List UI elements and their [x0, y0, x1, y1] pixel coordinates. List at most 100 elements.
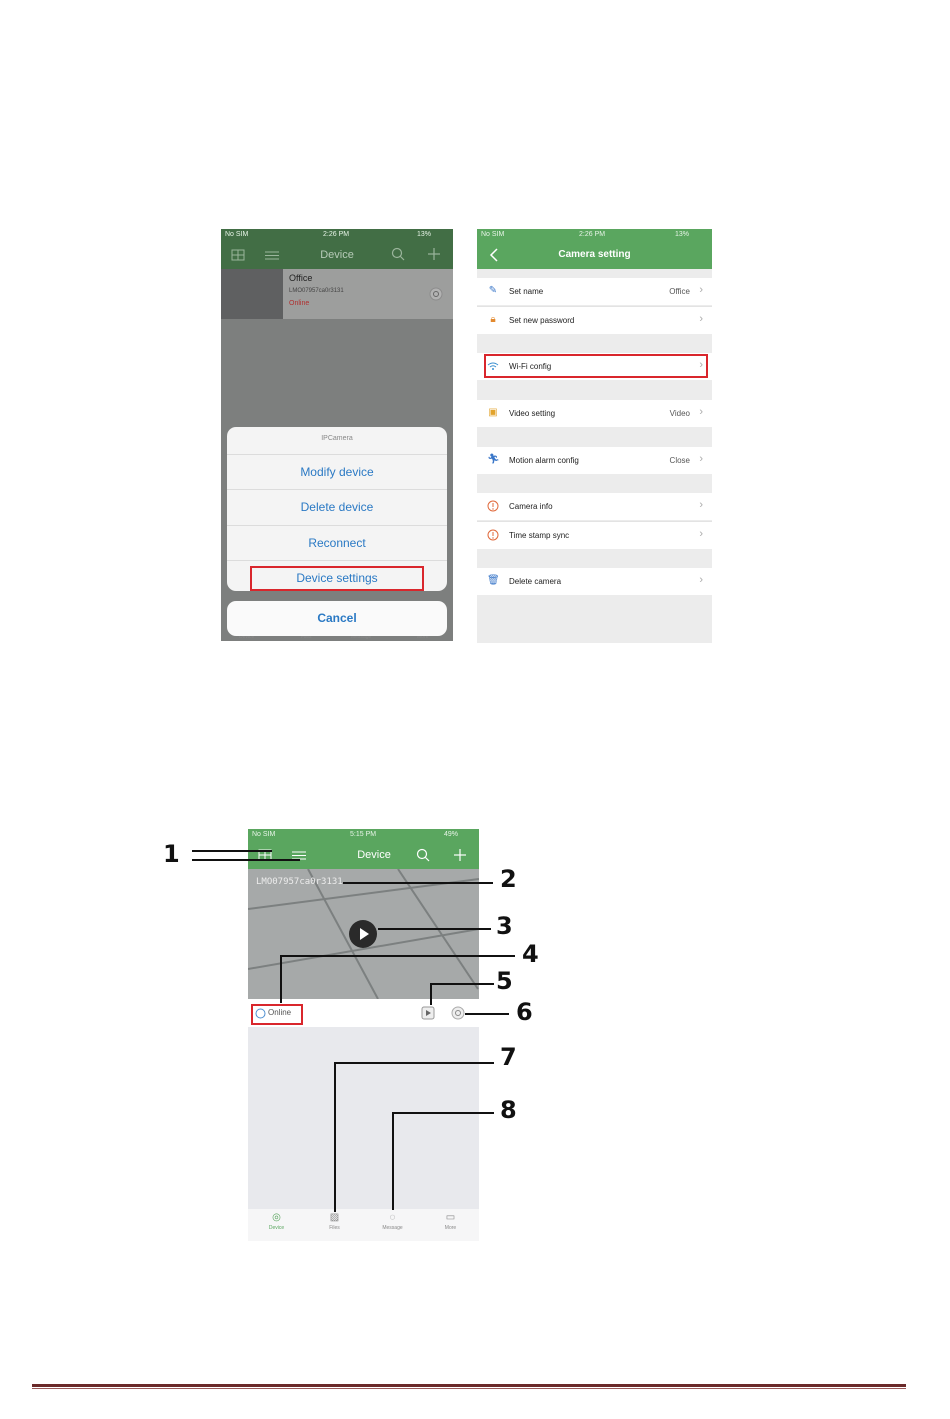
- status-bar: No SIM 5:15 PM 49%: [248, 829, 479, 840]
- delete-camera-row[interactable]: 🗑︎ Delete camera ›: [477, 568, 712, 595]
- callout-line-1b: [192, 859, 300, 861]
- cancel-button[interactable]: Cancel: [227, 601, 447, 636]
- edit-icon: ✎: [488, 285, 498, 296]
- tab-more[interactable]: ▭More: [422, 1209, 479, 1241]
- clock-icon: [487, 529, 499, 541]
- carrier-text: No SIM: [252, 831, 276, 838]
- row-label: Camera info: [509, 502, 553, 511]
- callout-1: 1: [163, 840, 180, 868]
- time-stamp-row[interactable]: Time stamp sync ›: [477, 521, 712, 549]
- tab-bar-dimmed: Device Files Message More: [221, 631, 453, 641]
- camera-info-row[interactable]: Camera info ›: [477, 493, 712, 520]
- callout-8: 8: [500, 1096, 517, 1124]
- callout-line-7h: [334, 1062, 494, 1064]
- time-text: 2:26 PM: [579, 231, 606, 238]
- motion-icon: 🏃︎: [487, 454, 500, 465]
- list-view-icon[interactable]: [265, 250, 279, 261]
- row-value: Close: [669, 456, 690, 465]
- chevron-right-icon: ›: [699, 499, 703, 511]
- video-setting-row[interactable]: ▣ Video setting Video ›: [477, 400, 712, 427]
- online-status: Online: [268, 1008, 292, 1017]
- tab-bar: ◎Device ▨ Files ◌ Message ▭More: [248, 1209, 479, 1241]
- set-name-row[interactable]: ✎ Set name Office ›: [477, 278, 712, 305]
- reconnect-option[interactable]: Reconnect: [227, 525, 447, 561]
- device-settings-option[interactable]: Device settings: [227, 560, 447, 591]
- callout-line-1a: [192, 850, 272, 852]
- chevron-right-icon: ›: [699, 284, 703, 296]
- callout-line-3: [378, 928, 491, 930]
- tab-more[interactable]: More: [417, 634, 429, 640]
- motion-alarm-row[interactable]: 🏃︎ Motion alarm config Close ›: [477, 447, 712, 474]
- tab-device[interactable]: Device: [239, 634, 255, 640]
- device-id: LMO07957ca0r3131: [289, 288, 344, 294]
- callout-line-8v: [392, 1112, 394, 1210]
- playback-icon[interactable]: [421, 1006, 435, 1020]
- play-icon[interactable]: [348, 919, 378, 949]
- image-icon: ▨: [329, 1212, 340, 1223]
- set-password-row[interactable]: 🔒︎ Set new password ›: [477, 306, 712, 334]
- tab-files[interactable]: Files: [301, 634, 312, 640]
- callout-line-2: [343, 882, 493, 884]
- action-sheet: IPCamera Modify device Delete device Rec…: [227, 427, 447, 591]
- highlight-device-settings: [250, 566, 424, 591]
- wifi-config-row[interactable]: Wi-Fi config ›: [477, 353, 712, 380]
- callout-line-7v: [334, 1062, 336, 1212]
- device-list-screen: No SIM 2:26 PM 13% Device Office LMO0795…: [221, 229, 453, 641]
- callout-2: 2: [500, 865, 517, 893]
- footer-rule: [32, 1384, 906, 1387]
- add-icon[interactable]: [427, 247, 441, 261]
- settings-gear-icon[interactable]: [451, 1006, 465, 1020]
- camera-preview[interactable]: LMO07957ca0r3131: [248, 869, 479, 999]
- callout-line-5h: [430, 983, 494, 985]
- online-cloud-icon: [255, 1008, 266, 1019]
- header-bar: No SIM 2:26 PM 13% Camera setting: [477, 229, 712, 269]
- modify-device-option[interactable]: Modify device: [227, 454, 447, 490]
- carrier-text: No SIM: [225, 231, 249, 238]
- row-label: Motion alarm config: [509, 456, 579, 465]
- tab-label: Files: [329, 1225, 340, 1231]
- row-label: Video setting: [509, 409, 556, 418]
- chevron-right-icon: ›: [699, 359, 703, 371]
- grid-view-icon[interactable]: [231, 249, 245, 261]
- chevron-right-icon: ›: [699, 453, 703, 465]
- callout-5: 5: [496, 967, 513, 995]
- search-icon[interactable]: [416, 848, 430, 862]
- chevron-right-icon: ›: [699, 313, 703, 325]
- chevron-right-icon: ›: [699, 574, 703, 586]
- device-thumbnail: [221, 269, 283, 319]
- row-label: Set name: [509, 287, 544, 296]
- callout-7: 7: [500, 1043, 517, 1071]
- header-bar: No SIM 2:26 PM 13% Device: [221, 229, 453, 269]
- back-chevron-icon[interactable]: [489, 248, 499, 262]
- highlight-online-status: [251, 1004, 303, 1025]
- camera-id-overlay: LMO07957ca0r3131: [256, 877, 343, 887]
- callout-line-4h: [280, 955, 515, 957]
- delete-device-option[interactable]: Delete device: [227, 489, 447, 525]
- add-icon[interactable]: [453, 848, 467, 862]
- tab-label: Message: [382, 1225, 403, 1231]
- device-tab-icon: ◎: [272, 1212, 281, 1223]
- row-label: Wi-Fi config: [509, 362, 552, 371]
- action-sheet-title: IPCamera: [321, 435, 353, 442]
- wifi-icon: [487, 362, 499, 370]
- device-list-item[interactable]: Office LMO07957ca0r3131 Online: [221, 269, 453, 319]
- device-status: Online: [289, 300, 310, 307]
- message-icon: ◌: [389, 1212, 396, 1223]
- callout-line-5v: [430, 983, 432, 1005]
- header-title: Device: [320, 249, 354, 261]
- search-icon[interactable]: [391, 247, 405, 261]
- carrier-text: No SIM: [481, 231, 505, 238]
- callout-3: 3: [496, 912, 513, 940]
- callout-line-8h: [392, 1112, 494, 1114]
- more-icon: ▭: [445, 1212, 456, 1223]
- chevron-right-icon: ›: [699, 528, 703, 540]
- status-bar: No SIM 2:26 PM 13%: [477, 229, 712, 240]
- tab-device[interactable]: ◎Device: [248, 1209, 305, 1241]
- tab-message[interactable]: Message: [351, 634, 372, 640]
- callout-line-4v: [280, 955, 282, 1003]
- settings-gear-icon[interactable]: [429, 287, 443, 301]
- tab-files[interactable]: ▨ Files: [306, 1209, 363, 1241]
- header-bar: No SIM 5:15 PM 49% Device: [248, 829, 479, 869]
- tab-message[interactable]: ◌ Message: [364, 1209, 421, 1241]
- row-value: Video: [669, 409, 690, 418]
